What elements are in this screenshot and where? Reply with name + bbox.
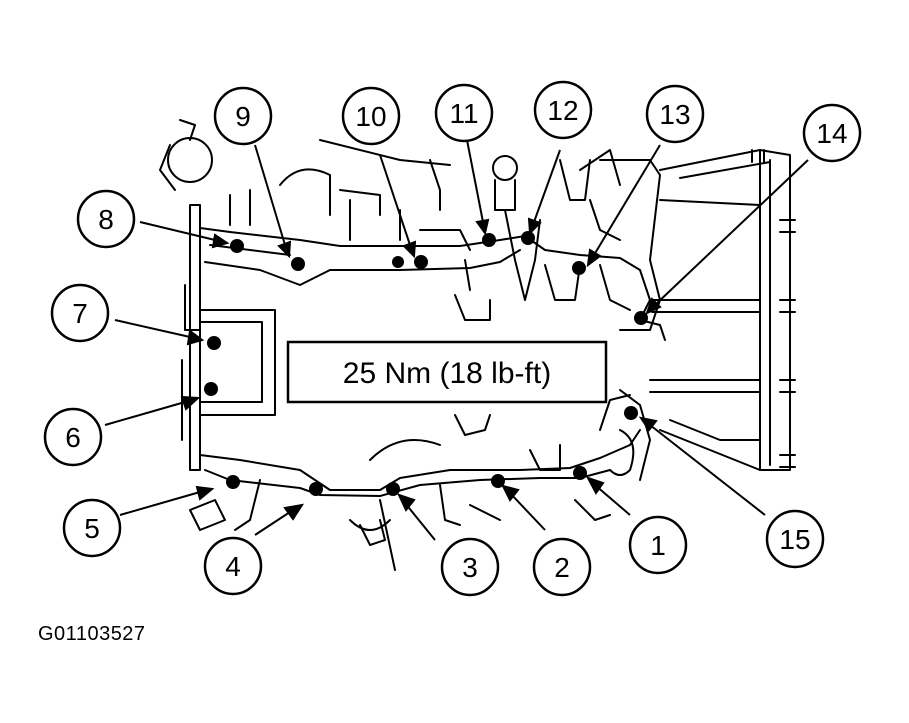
callout-11: 11 (434, 83, 494, 143)
leader-lines (104, 139, 809, 541)
bolt-13 (572, 261, 586, 275)
bolt-6 (204, 382, 218, 396)
bolt-14 (634, 311, 648, 325)
svg-text:13: 13 (659, 99, 690, 130)
bolt-1 (573, 466, 587, 480)
svg-text:9: 9 (235, 101, 251, 132)
svg-text:5: 5 (84, 513, 100, 544)
svg-text:14: 14 (816, 118, 847, 149)
svg-text:6: 6 (65, 422, 81, 453)
callout-4: 4 (203, 536, 263, 596)
svg-text:10: 10 (355, 101, 386, 132)
svg-text:8: 8 (98, 204, 114, 235)
bolt-3 (386, 482, 400, 496)
svg-text:4: 4 (225, 551, 241, 582)
bolt-10 (414, 255, 428, 269)
svg-text:7: 7 (72, 298, 88, 329)
figure-id: G01103527 (38, 623, 146, 645)
bolt-11 (482, 233, 496, 247)
svg-text:3: 3 (462, 552, 478, 583)
bolt-15 (624, 406, 638, 420)
callout-1: 1 (628, 515, 688, 575)
svg-text:11: 11 (449, 98, 478, 129)
callout-12: 12 (533, 80, 593, 140)
bolt-12 (521, 231, 535, 245)
callout-15: 15 (765, 509, 825, 569)
callout-6: 6 (43, 407, 103, 467)
callout-8: 8 (76, 189, 136, 249)
bolt-5 (226, 475, 240, 489)
bolt-8 (230, 239, 244, 253)
callout-2: 2 (532, 537, 592, 597)
svg-text:12: 12 (547, 95, 578, 126)
bolt-7 (207, 336, 221, 350)
callout-14: 14 (802, 103, 862, 163)
callout-9: 9 (213, 86, 273, 146)
svg-text:15: 15 (779, 524, 810, 555)
callouts: 1 2 3 4 5 6 7 8 9 10 11 12 13 14 15 (43, 80, 862, 597)
bolt-2 (491, 474, 505, 488)
bolt-4 (309, 482, 323, 496)
callout-3: 3 (440, 537, 500, 597)
bolt-10a (392, 256, 404, 268)
bolt-9 (291, 257, 305, 271)
bolt-heads (204, 231, 648, 496)
svg-text:1: 1 (650, 530, 666, 561)
callout-13: 13 (645, 84, 705, 144)
svg-text:2: 2 (554, 552, 570, 583)
callout-5: 5 (62, 498, 122, 558)
callout-7: 7 (50, 283, 110, 343)
torque-spec-text: 25 Nm (18 lb-ft) (343, 357, 551, 390)
torque-spec-box: 25 Nm (18 lb-ft) (286, 340, 608, 404)
callout-10: 10 (341, 86, 401, 146)
